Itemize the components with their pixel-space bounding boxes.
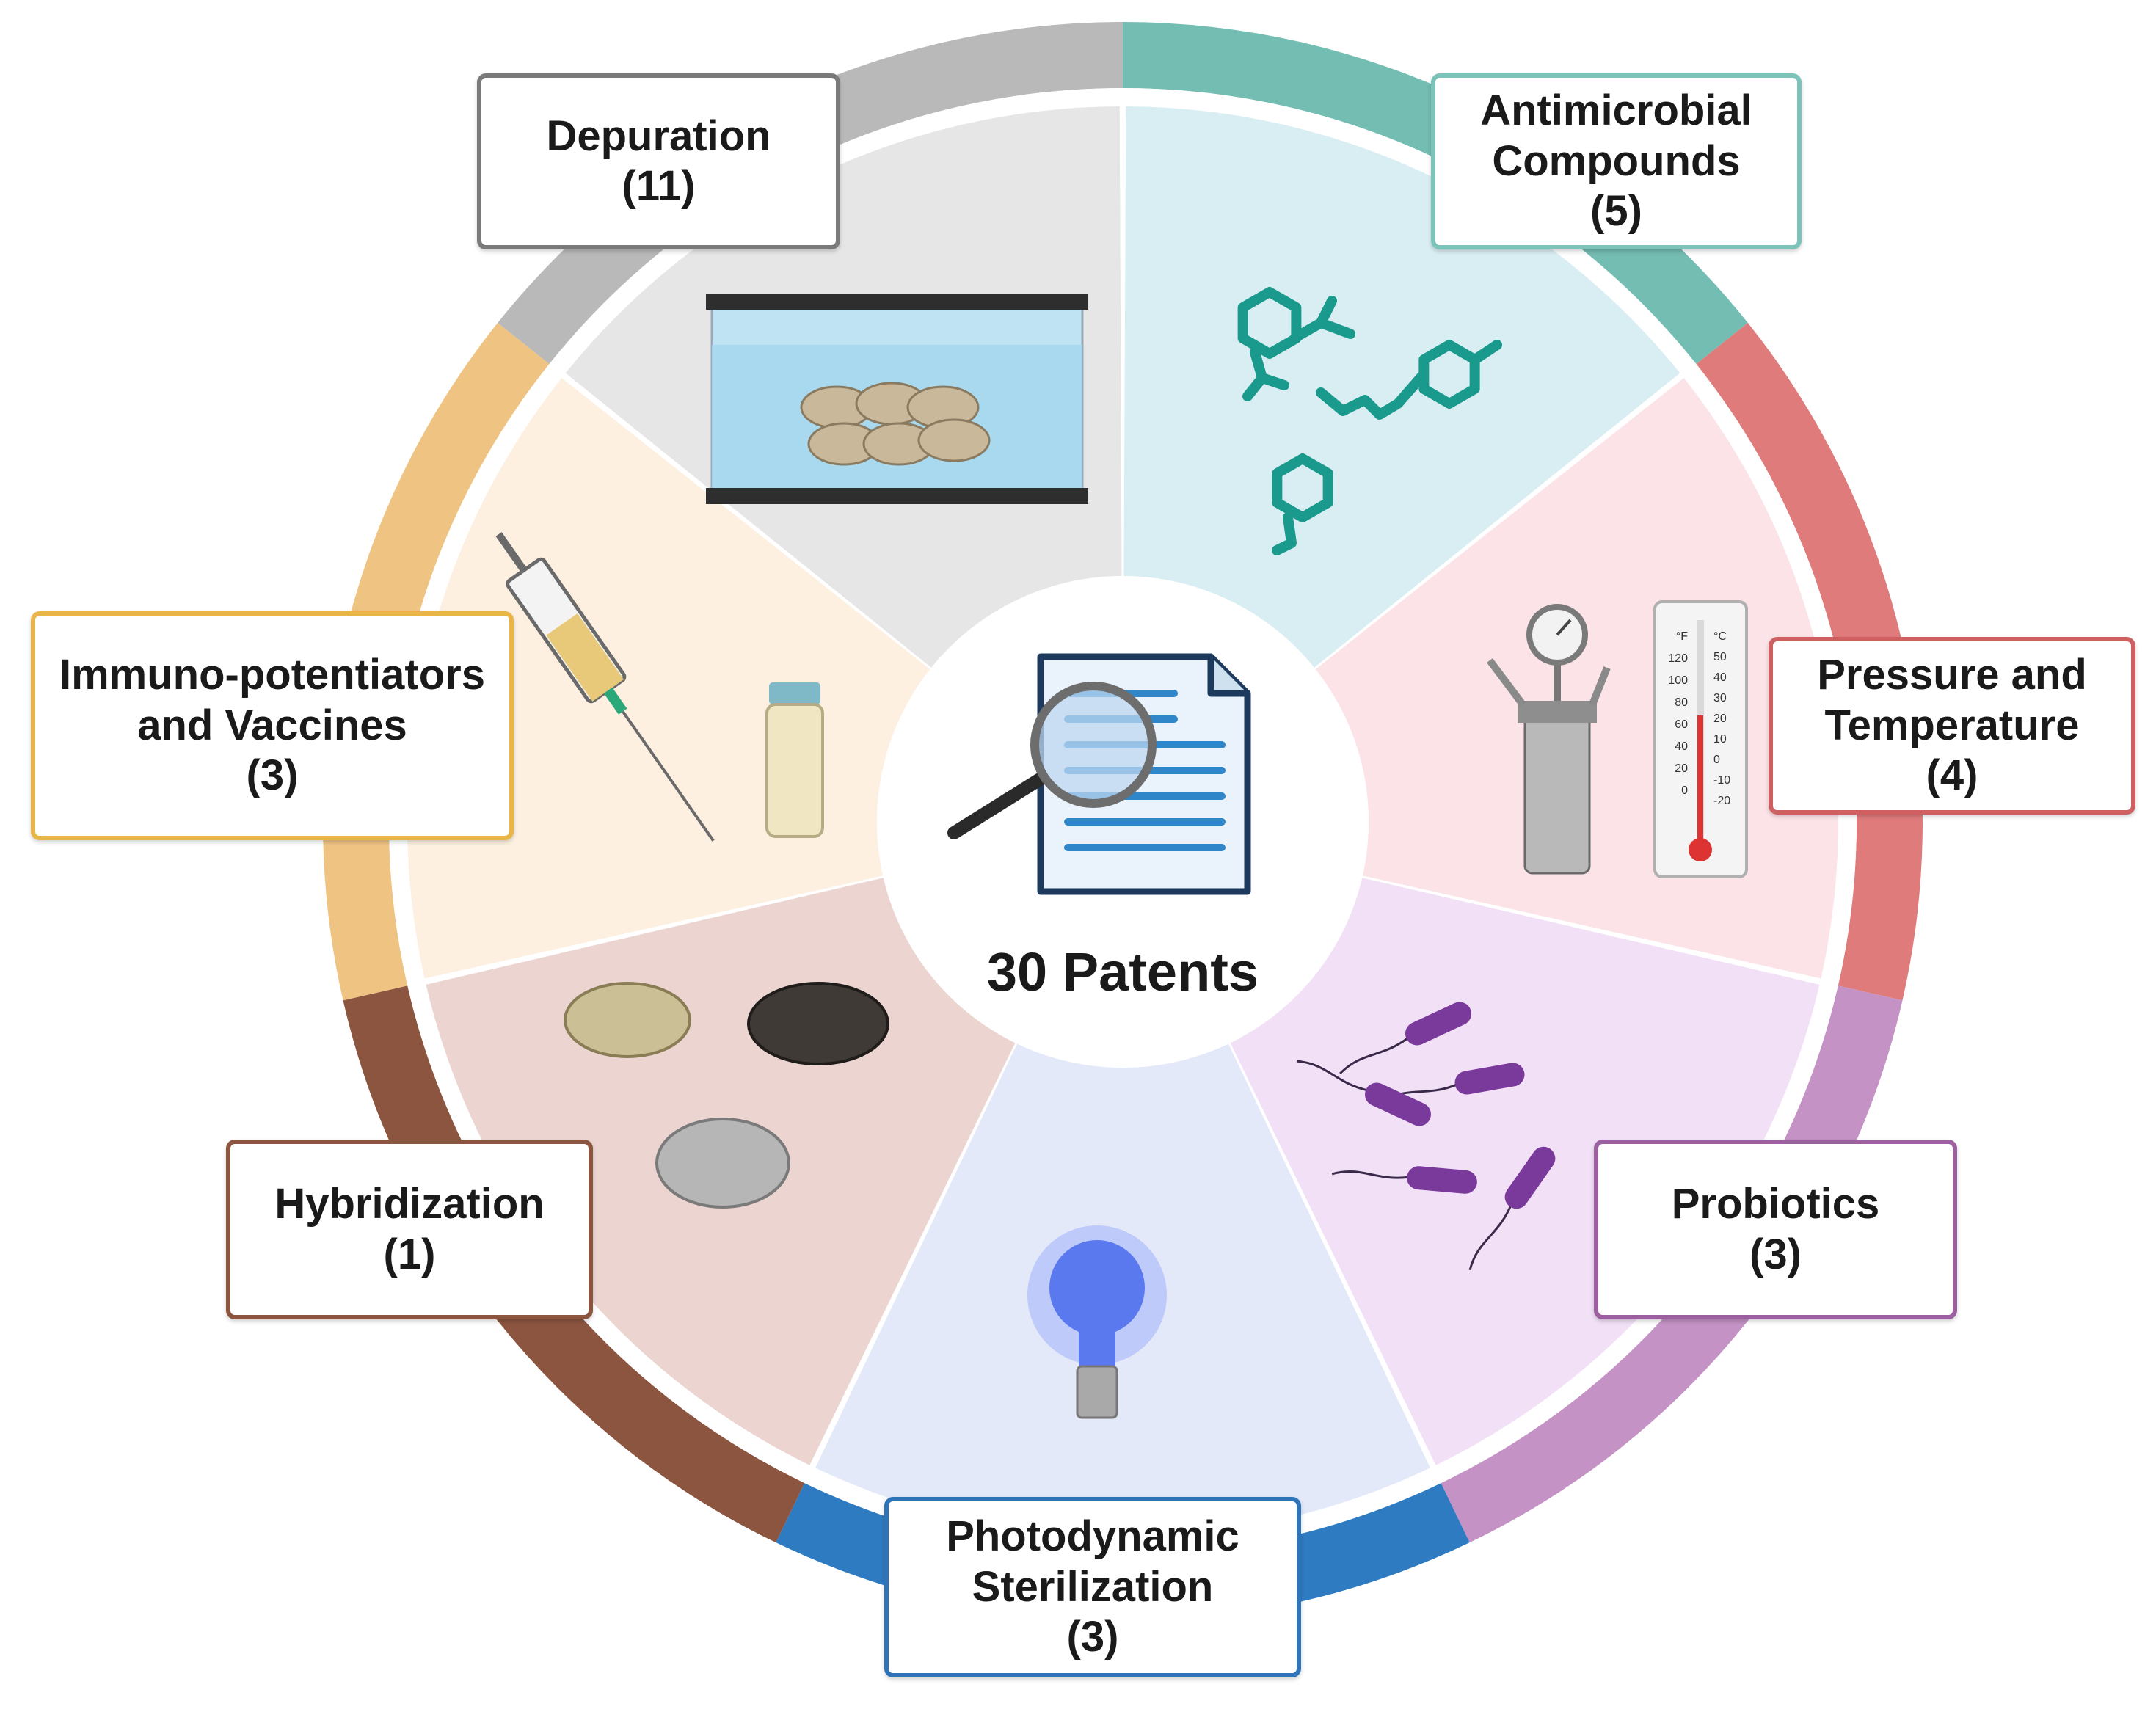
label-photodynamic-line1: Photodynamic	[946, 1512, 1239, 1561]
thermometer-c-tick: 30	[1713, 692, 1727, 704]
label-immuno-line3: (3)	[246, 751, 299, 800]
thermometer-c-tick: 50	[1713, 651, 1727, 663]
label-pressure-line1: Pressure and	[1817, 651, 2087, 699]
thermometer-f-tick: 0	[1681, 784, 1688, 797]
thermometer-f-tick: 40	[1675, 740, 1688, 753]
label-probiotics-line2: (3)	[1749, 1230, 1802, 1278]
thermometer-c-tick: 40	[1713, 671, 1727, 684]
label-photodynamic-sterilization: Photodynamic Sterilization (3)	[884, 1497, 1301, 1677]
label-depuration-line1: Depuration	[546, 112, 771, 160]
ring-arc-pressure	[1696, 322, 1923, 1001]
label-photodynamic-line2: Sterilization	[972, 1562, 1214, 1611]
label-pressure-line3: (4)	[1926, 751, 1978, 800]
thermometer-f-tick: 120	[1668, 652, 1688, 665]
label-probiotics-line1: Probiotics	[1671, 1180, 1880, 1228]
bacteria-icon	[1296, 1002, 1556, 1271]
label-antimicrobial-line3: (5)	[1590, 187, 1642, 236]
light-bulb-icon	[1027, 1225, 1167, 1419]
thermometer-f-tick: 80	[1675, 696, 1688, 709]
molecule-structures-icon	[1237, 287, 1502, 555]
label-antimicrobial-line2: Compounds	[1492, 136, 1741, 185]
thermometer-c-tick: °C	[1713, 630, 1727, 643]
aquarium-oysters-icon	[706, 294, 1088, 504]
thermometer-c-tick: -10	[1713, 774, 1730, 787]
thermometer-c-tick: -20	[1713, 795, 1730, 807]
label-immuno-potentiators-vaccines: Immuno-potentiators and Vaccines (3)	[31, 611, 514, 840]
label-pressure-temperature: Pressure and Temperature (4)	[1769, 637, 2135, 815]
document-magnifier-icon	[947, 653, 1251, 895]
thermometer-f-tick: 20	[1675, 762, 1688, 775]
label-hybridization: Hybridization (1)	[226, 1140, 593, 1319]
label-depuration-line2: (11)	[622, 162, 696, 210]
thermometer-c-tick: 20	[1713, 713, 1727, 725]
label-immuno-line1: Immuno-potentiators	[59, 651, 485, 699]
label-immuno-line2: and Vaccines	[137, 701, 407, 749]
syringe-vial-icon	[495, 532, 824, 842]
thermometer-c-tick: 10	[1713, 733, 1727, 746]
thermometer-c-tick: 0	[1713, 754, 1720, 766]
center-label: 30 Patents	[987, 941, 1259, 1002]
ring-arc-hybridization	[343, 985, 805, 1543]
label-pressure-line2: Temperature	[1824, 701, 2080, 749]
thermometer-f-tick: 100	[1668, 674, 1688, 687]
oysters-icon	[564, 982, 889, 1209]
label-antimicrobial-compounds: Antimicrobial Compounds (5)	[1431, 73, 1802, 249]
label-hybridization-line2: (1)	[383, 1230, 436, 1278]
label-depuration: Depuration (11)	[477, 73, 840, 249]
label-antimicrobial-line1: Antimicrobial	[1480, 87, 1752, 135]
ring-arc-probiotics	[1441, 985, 1903, 1543]
label-probiotics: Probiotics (3)	[1594, 1140, 1957, 1319]
label-photodynamic-line3: (3)	[1066, 1613, 1119, 1661]
label-hybridization-line1: Hybridization	[274, 1180, 545, 1228]
thermometer-f-tick: 60	[1675, 718, 1688, 731]
thermometer-f-tick: °F	[1676, 630, 1688, 643]
